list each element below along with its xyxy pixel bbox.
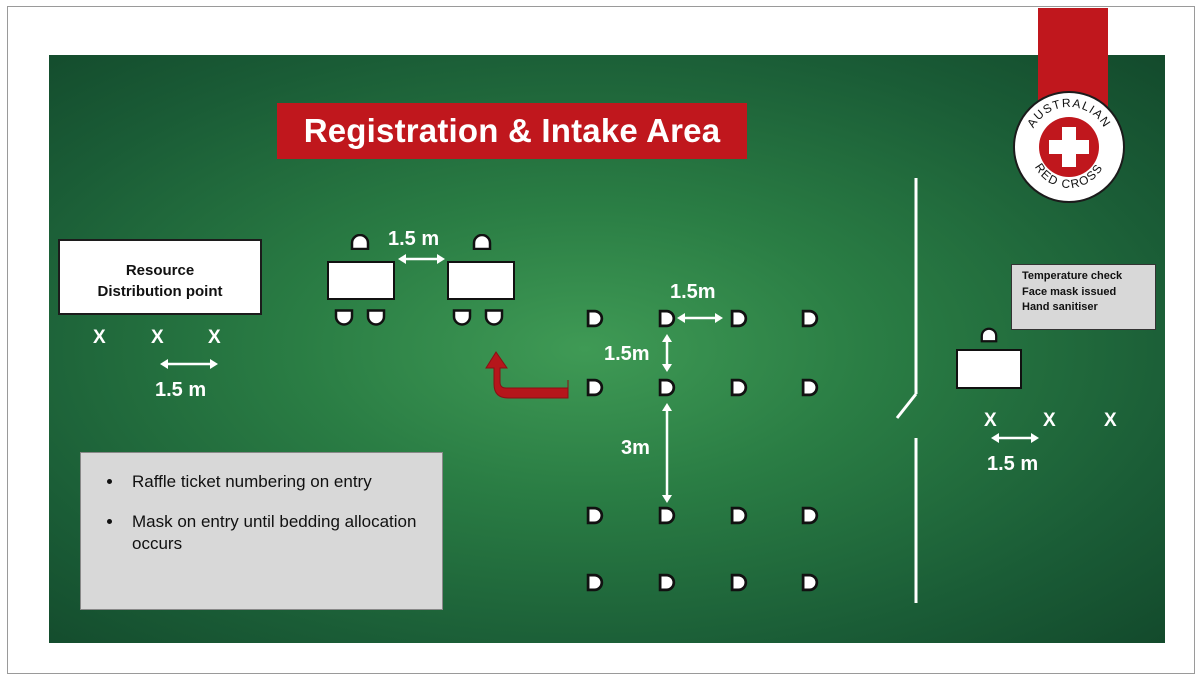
seat-icon [801, 506, 819, 525]
desk-left [327, 261, 395, 300]
seat-gap-arrow [662, 403, 672, 503]
seat-icon [658, 573, 676, 592]
entry-queue-distance: 1.5 m [987, 453, 1039, 475]
direction-arrow [485, 351, 569, 399]
seating-grid [586, 309, 819, 592]
resource-queue-arrow [160, 359, 218, 369]
chair-icon [472, 234, 492, 250]
seat-icon [801, 573, 819, 592]
seat-horizontal-distance: 1.5m [670, 281, 716, 303]
check-item: Hand sanitiser [1022, 301, 1098, 313]
seat-vertical-arrow [662, 334, 672, 372]
seat-gap-distance: 3m [621, 437, 650, 459]
seat-icon [586, 506, 604, 525]
seat-icon [586, 573, 604, 592]
seat-icon [658, 378, 676, 397]
resource-distribution-box: Resource Distribution point [58, 239, 262, 315]
red-cross-logo: AUSTRALIAN RED CROSS [1013, 91, 1125, 203]
seat-icon [730, 506, 748, 525]
desk-right [447, 261, 515, 300]
check-item: Temperature check [1022, 270, 1123, 282]
resource-line-1: Resource [125, 262, 195, 279]
chair-icon [980, 327, 998, 343]
seat-icon [730, 573, 748, 592]
seat-icon [586, 309, 604, 328]
queue-marker: X [151, 327, 164, 348]
seat-icon [801, 309, 819, 328]
chair-icon [334, 309, 354, 326]
chair-icon [484, 309, 504, 326]
seat-horizontal-arrow [677, 313, 723, 323]
chair-icon [452, 309, 472, 326]
seat-icon [658, 506, 676, 525]
queue-marker: X [93, 327, 106, 348]
page-title: Registration & Intake Area [277, 103, 747, 159]
seat-icon [730, 378, 748, 397]
note-item: Raffle ticket numbering on entry [124, 471, 432, 493]
check-item: Face mask issued [1022, 285, 1117, 298]
queue-marker: X [984, 410, 997, 431]
entry-checks-box: Temperature check Face mask issued Hand … [1011, 264, 1156, 330]
queue-marker: X [1104, 410, 1117, 431]
resource-line-2: Distribution point [97, 283, 223, 300]
seat-vertical-distance: 1.5m [604, 343, 650, 365]
desk-distance-arrow [398, 254, 445, 264]
seat-icon [586, 378, 604, 397]
entry-desk [956, 349, 1022, 389]
chair-icon [366, 309, 386, 326]
entry-queue-arrow [991, 433, 1039, 443]
entry-wall [895, 178, 918, 603]
chair-icon [350, 234, 370, 250]
note-item: Mask on entry until bedding allocation o… [124, 511, 432, 555]
seat-icon [730, 309, 748, 328]
notes-box: Raffle ticket numbering on entry Mask on… [80, 452, 443, 610]
queue-marker: X [1043, 410, 1056, 431]
seat-icon [658, 309, 676, 328]
desk-distance: 1.5 m [388, 228, 440, 250]
seat-icon [801, 378, 819, 397]
queue-marker: X [208, 327, 221, 348]
resource-queue-distance: 1.5 m [155, 379, 207, 401]
